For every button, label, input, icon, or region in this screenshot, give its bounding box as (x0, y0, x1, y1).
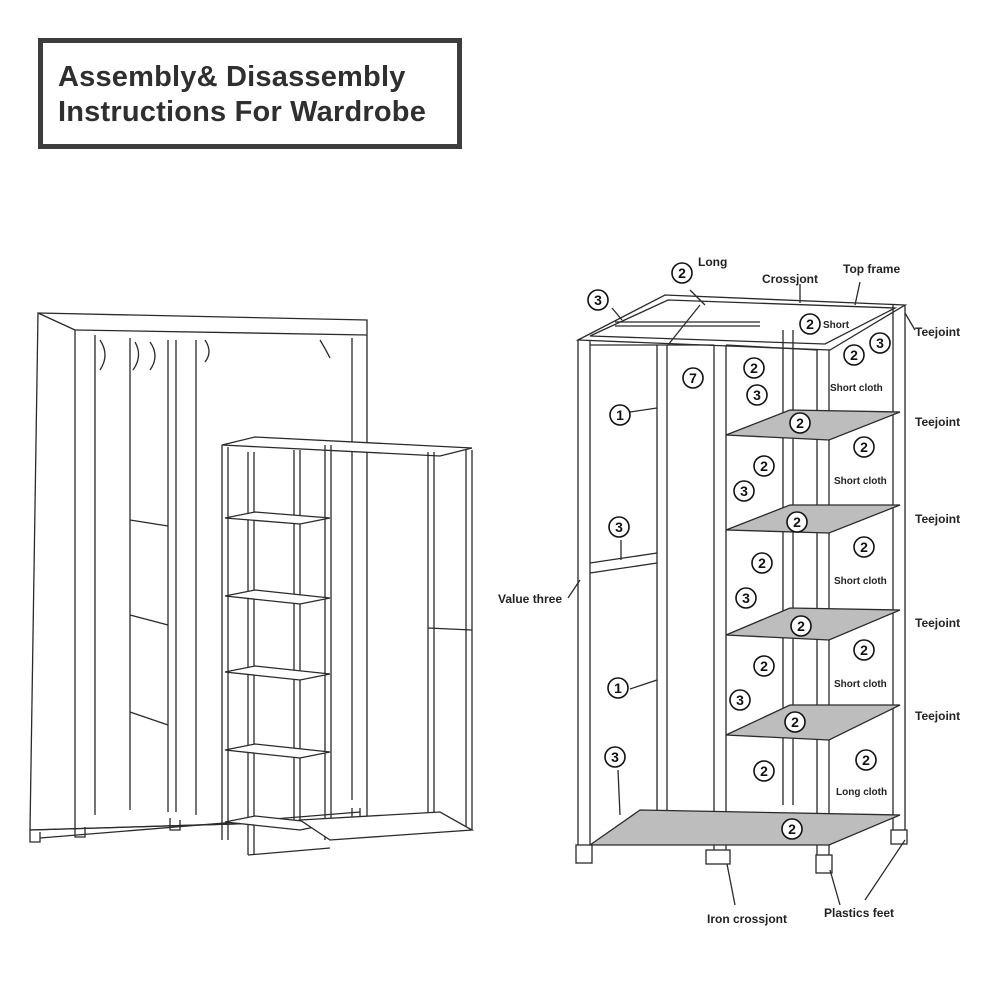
label-short: Short (823, 320, 850, 331)
label-teejoint-1: Teejoint (915, 325, 960, 339)
label-teejoint-5: Teejoint (915, 709, 960, 723)
part-2-f: 2 (860, 439, 868, 455)
title-line-2: Instructions For Wardrobe (58, 96, 427, 128)
part-2-g: 2 (760, 458, 768, 474)
label-long-cloth: Long cloth (836, 787, 887, 798)
label-plastics-feet: Plastics feet (824, 906, 894, 920)
label-short-cloth-2: Short cloth (834, 476, 887, 487)
part-7: 7 (689, 370, 697, 386)
part-2-i: 2 (860, 539, 868, 555)
covered-wardrobe (29, 312, 368, 843)
part-2-b: 2 (806, 316, 814, 332)
part-2-a: 2 (678, 265, 686, 281)
open-frame (221, 436, 475, 856)
part-3-e: 3 (615, 519, 623, 535)
part-2-e: 2 (796, 415, 804, 431)
part-2-n: 2 (791, 714, 799, 730)
title-line-1: Assembly& Disassembly (58, 61, 406, 93)
part-3-f: 3 (742, 590, 750, 606)
part-2-o: 2 (862, 752, 870, 768)
label-short-cloth-1: Short cloth (830, 383, 883, 394)
diagram-labels: Long Crossjont Top frame Short Teejoint … (498, 255, 960, 926)
part-number-markers (587, 262, 891, 840)
part-number-texts: 3 2 7 2 3 2 2 3 1 2 2 2 3 2 3 2 2 3 2 2 … (594, 265, 884, 837)
labeled-frame-diagram (567, 281, 916, 906)
part-2-p: 2 (760, 763, 768, 779)
label-teejoint-2: Teejoint (915, 415, 960, 429)
part-3-c: 3 (753, 387, 761, 403)
part-2-k: 2 (797, 618, 805, 634)
title-box: Assembly& Disassembly Instructions For W… (38, 38, 462, 149)
label-long: Long (698, 255, 727, 269)
part-1-b: 1 (614, 680, 622, 696)
part-3-b: 3 (876, 335, 884, 351)
part-3-g: 3 (736, 692, 744, 708)
part-2-j: 2 (758, 555, 766, 571)
part-2-h: 2 (793, 514, 801, 530)
label-teejoint-3: Teejoint (915, 512, 960, 526)
label-value-three: Value three (498, 592, 562, 606)
label-teejoint-4: Teejoint (915, 616, 960, 630)
part-2-d: 2 (750, 360, 758, 376)
part-2-c: 2 (850, 347, 858, 363)
label-iron-crossjont: Iron crossjont (707, 912, 787, 926)
label-short-cloth-4: Short cloth (834, 679, 887, 690)
part-3-d: 3 (740, 483, 748, 499)
label-crossjont: Crossjont (762, 272, 818, 286)
label-short-cloth-3: Short cloth (834, 576, 887, 587)
part-3-h: 3 (611, 749, 619, 765)
label-top-frame: Top frame (843, 262, 900, 276)
part-1-a: 1 (616, 407, 624, 423)
part-3-a: 3 (594, 292, 602, 308)
part-2-m: 2 (760, 658, 768, 674)
part-2-l: 2 (860, 642, 868, 658)
part-2-q: 2 (788, 821, 796, 837)
